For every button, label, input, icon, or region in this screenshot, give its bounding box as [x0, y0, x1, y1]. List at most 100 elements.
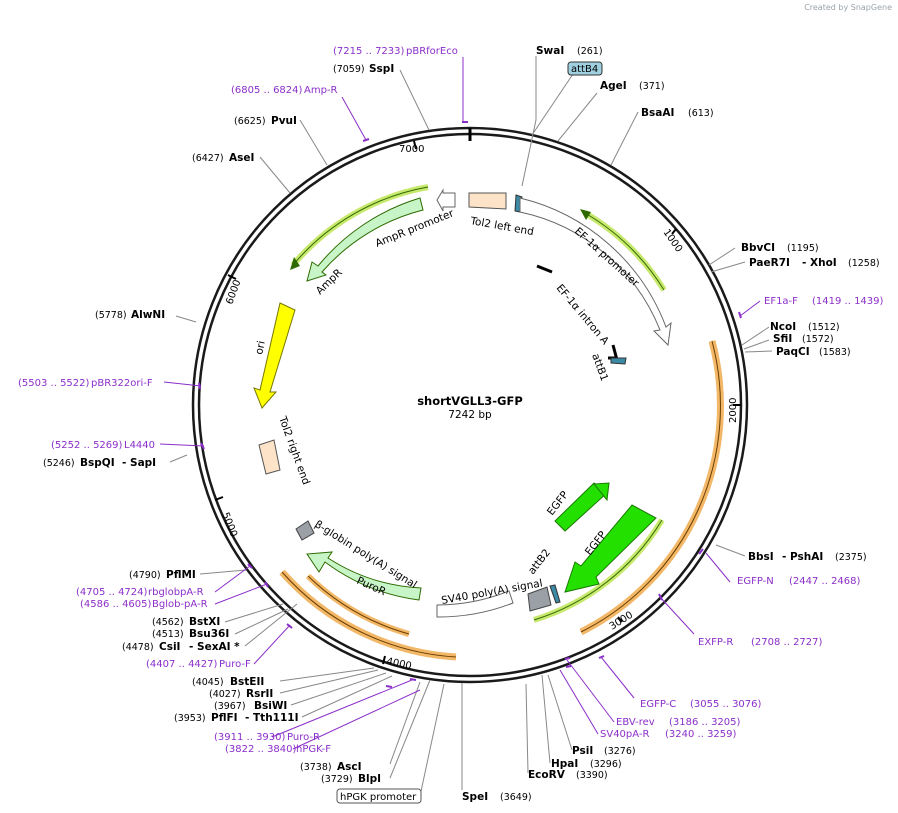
enzyme-asei: AseI [229, 152, 254, 164]
enzyme-bsiwi-pos: (3967) [214, 701, 246, 712]
enzyme-agei-pos: (371) [639, 81, 665, 92]
enzyme-bspqi: BspQI [80, 457, 115, 469]
enzyme-spei: SpeI [462, 791, 488, 803]
primer-puro-r-range: (3911 .. 3930) [214, 732, 286, 743]
enzyme-pshai: - PshAI [782, 551, 823, 563]
sv40-polya-feature [436, 590, 514, 618]
enzyme-hpai-pos: (3296) [590, 759, 622, 770]
egfp-feature-2 [564, 504, 657, 593]
primer-hpgk-f: hPGK-F [296, 744, 331, 755]
enzyme-blpi-pos: (3729) [321, 774, 353, 785]
enzyme-bsaai-pos: (613) [688, 108, 714, 119]
enzyme-asci-pos: (3738) [300, 762, 332, 773]
enzyme-swai-pos: (261) [577, 46, 603, 57]
plasmid-title: shortVGLL3-GFP [417, 394, 523, 408]
enzyme-ncoi: NcoI [770, 321, 796, 333]
enzyme-alwni: AlwNI [131, 309, 165, 321]
ori-feature [253, 302, 296, 409]
enzyme-bbvci: BbvCI [741, 242, 775, 254]
enzyme-bsteii: BstEII [230, 676, 264, 688]
enzyme-asei-pos: (6427) [192, 153, 224, 164]
enzyme-bsteii-pos: (4045) [192, 677, 224, 688]
enzyme-paer7i: PaeR7I [749, 257, 790, 269]
tick-2000: 2000 [728, 398, 739, 423]
enzyme-xhoi-pos: (1258) [848, 258, 880, 269]
attb2-block [527, 586, 552, 612]
plasmid-size: 7242 bp [448, 409, 492, 421]
enzyme-swai: SwaI [536, 45, 564, 57]
primer-rbglobpa-r: rbglobpA-R [148, 587, 204, 598]
enzyme-sexai: - SexAI * [189, 641, 240, 653]
tick-4000: 4000 [385, 656, 412, 672]
primer-puro-r: Puro-R [287, 732, 320, 743]
primer-puro-f-range: (4407 .. 4427) [146, 659, 218, 670]
primer-pbr322ori-f: pBR322ori-F [91, 378, 153, 389]
enzyme-psii: PsiI [572, 745, 593, 757]
primer-bglob-pa-r: Bglob-pA-R [152, 599, 208, 610]
ef1a-promoter-feature [519, 197, 672, 347]
primer-egfp-c: EGFP-C [640, 699, 676, 710]
primer-pbr322ori-f-range: (5503 .. 5522) [18, 378, 90, 389]
primer-ebv-rev: EBV-rev [616, 717, 655, 728]
primer-rbglobpa-r-range: (4705 .. 4724) [76, 587, 148, 598]
attb4-badge [567, 61, 603, 76]
primer-pbrforeco: pBRforEco [406, 46, 458, 57]
enzyme-bstxi-pos: (4562) [152, 617, 184, 628]
enzyme-pflmi-pos: (4790) [129, 570, 161, 581]
enzyme-sfii-pos: (1572) [802, 334, 834, 345]
primer-egfp-n: EGFP-N [737, 576, 774, 587]
primer-exfp-r: EXFP-R [698, 637, 733, 648]
enzyme-tth111i: - Tth111I [245, 712, 299, 724]
enzyme-pvui-pos: (6625) [234, 116, 266, 127]
enzyme-sapi: - SapI [122, 457, 156, 469]
primer-ebv-rev-range: (3186 .. 3205) [669, 717, 741, 728]
enzyme-sspi-pos: (7059) [333, 64, 365, 75]
enzyme-bbsi: BbsI [748, 551, 774, 563]
enzyme-bspqi-pos: (5246) [43, 458, 75, 469]
primer-puro-f: Puro-F [219, 659, 251, 670]
enzyme-bstxi: BstXI [189, 616, 220, 628]
primer-pbrforeco-range: (7215 .. 7233) [333, 46, 405, 57]
enzyme-hpai: HpaI [551, 758, 578, 770]
enzyme-blpi: BlpI [358, 773, 381, 785]
ampr-feature [306, 197, 424, 282]
attb2-feature [549, 584, 561, 604]
enzyme-bbsi-pos: (2375) [835, 552, 867, 563]
primer-amp-r-range: (6805 .. 6824) [231, 85, 303, 96]
enzyme-alwni-pos: (5778) [95, 310, 127, 321]
enzyme-csii: CsiI [159, 641, 180, 653]
enzyme-pflfi-pos: (3953) [174, 713, 206, 724]
primer-exfp-r-range: (2708 .. 2727) [751, 637, 823, 648]
puror-feature [306, 551, 422, 601]
enzyme-pflmi: PflMI [166, 569, 196, 581]
enzyme-bsaai: BsaAI [641, 107, 674, 119]
hpgk-promoter-label: hPGK promoter [340, 792, 417, 803]
enzyme-xhoi: - XhoI [802, 257, 837, 269]
enzyme-rsrii: RsrII [246, 688, 273, 700]
primer-l4440-range: (5252 .. 5269) [51, 440, 123, 451]
enzyme-csii-pos: (4478) [122, 642, 154, 653]
enzyme-sspi: SspI [369, 63, 394, 75]
enzyme-spei-pos: (3649) [500, 792, 532, 803]
primer-egfp-c-range: (3055 .. 3076) [690, 699, 762, 710]
enzyme-asci: AscI [337, 761, 362, 773]
enzyme-bsu36i-pos: (4513) [152, 629, 184, 640]
tol2-right-end-feature [258, 439, 281, 475]
primer-egfp-n-range: (2447 .. 2468) [789, 576, 861, 587]
enzyme-bsu36i: Bsu36I [189, 628, 229, 640]
enzyme-paqci: PaqCI [776, 346, 810, 358]
attb1-feature [610, 357, 627, 365]
snapgene-credit: Created by SnapGene [804, 3, 892, 12]
primer-sv40pa-r: SV40pA-R [600, 729, 649, 740]
enzyme-ecorv-pos: (3390) [576, 770, 608, 781]
primer-ef1a-f-range: (1419 .. 1439) [812, 296, 884, 307]
primer-hpgk-f-range: (3822 .. 3840) [225, 744, 297, 755]
ef1a-intron-marker-start [536, 264, 553, 274]
enzyme-paqci-pos: (1583) [819, 347, 851, 358]
ampr-promoter-feature [436, 188, 456, 212]
enzyme-psii-pos: (3276) [604, 746, 636, 757]
enzyme-pvui: PvuI [271, 115, 297, 127]
attb4-badge-label: attB4 [571, 64, 598, 75]
